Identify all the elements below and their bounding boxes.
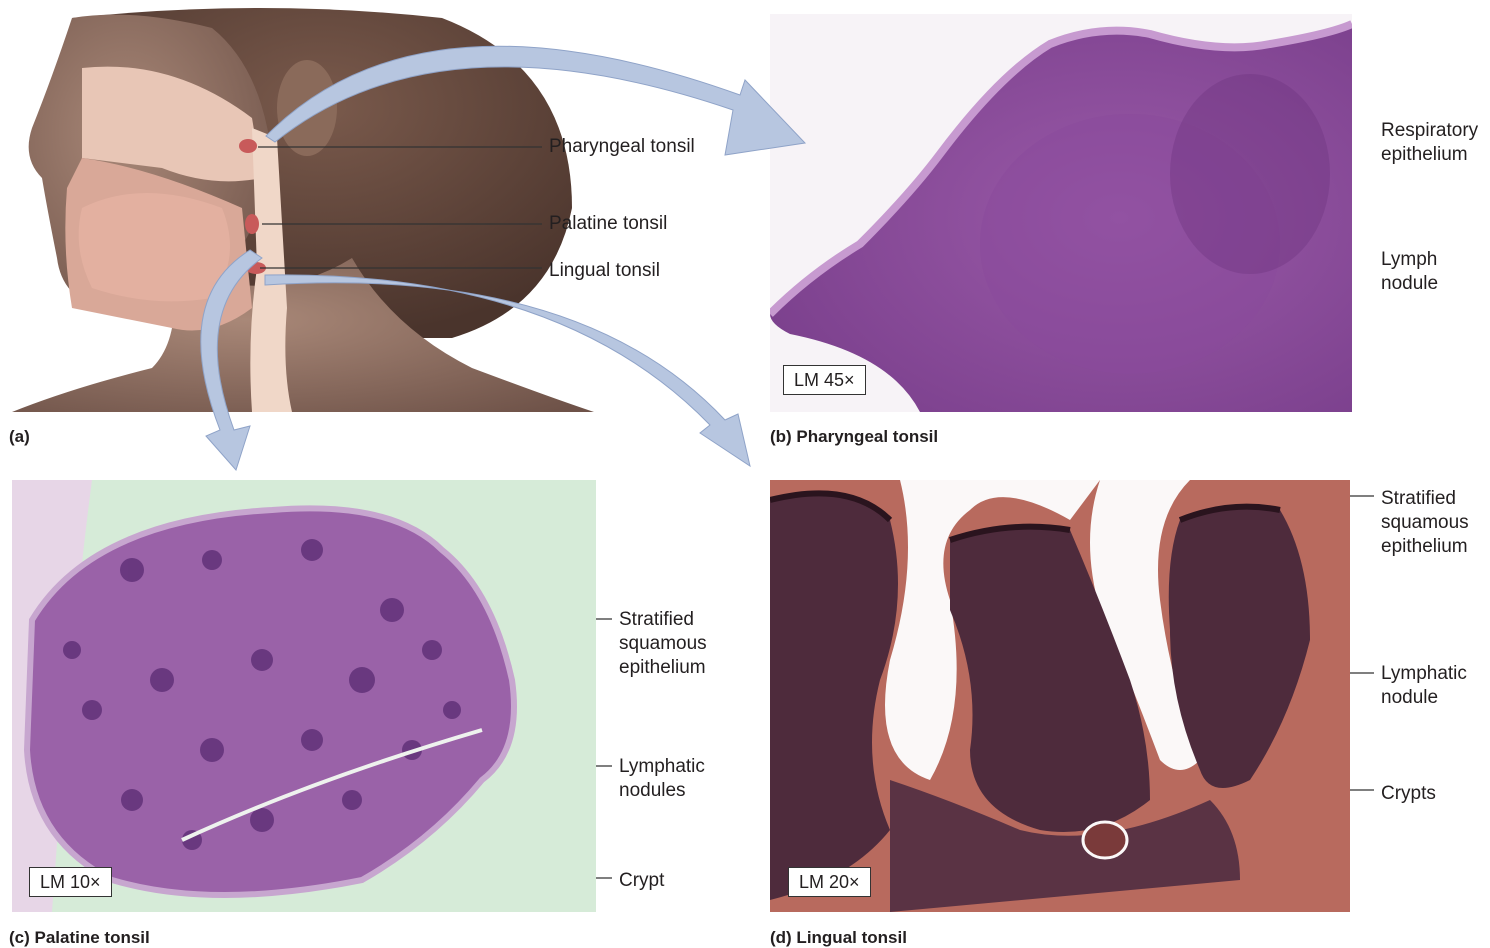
label-stratified-squamous-epithelium-d: Stratified squamous epithelium [1381,487,1469,559]
label-lymphatic-nodule: Lymphatic nodule [1381,662,1467,710]
label-lymphatic-nodules: Lymphatic nodules [619,755,705,803]
caption-panel-a: (a) [9,427,30,447]
caption-panel-c: (c) Palatine tonsil [9,928,150,948]
label-respiratory-epithelium: Respiratory epithelium [1381,119,1478,167]
caption-panel-d: (d) Lingual tonsil [770,928,907,948]
label-lingual-tonsil: Lingual tonsil [549,259,660,283]
caption-panel-b: (b) Pharyngeal tonsil [770,427,938,447]
label-stratified-squamous-epithelium-c: Stratified squamous epithelium [619,608,707,680]
label-pharyngeal-tonsil: Pharyngeal tonsil [549,135,695,159]
label-palatine-tonsil: Palatine tonsil [549,212,667,236]
label-crypts: Crypts [1381,782,1436,806]
label-lymph-nodule: Lymph nodule [1381,248,1438,296]
label-crypt: Crypt [619,869,664,893]
